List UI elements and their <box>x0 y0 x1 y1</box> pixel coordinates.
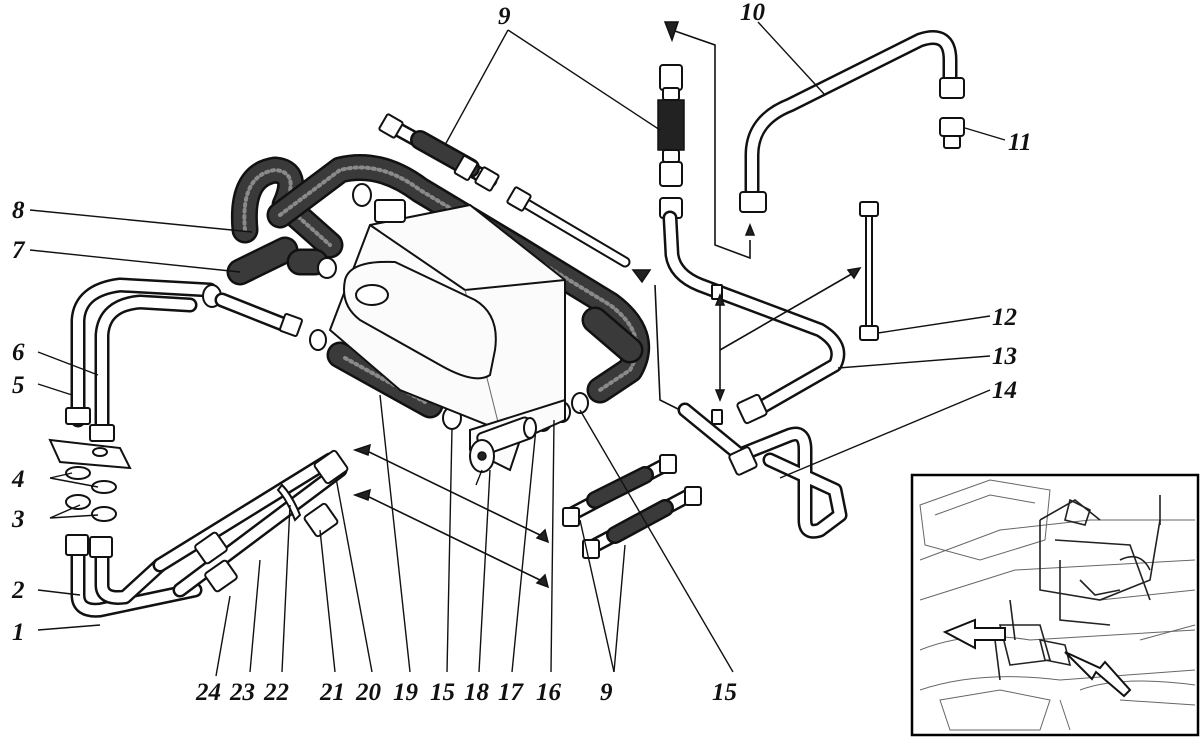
callout-15-left: 15 <box>430 679 455 706</box>
callout-18: 18 <box>464 679 490 706</box>
callout-3: 3 <box>11 506 25 533</box>
flow-lines <box>352 21 862 589</box>
inset-locator-view <box>910 473 1200 737</box>
callout-15-right: 15 <box>712 679 737 706</box>
callout-10: 10 <box>740 0 766 26</box>
hose-set <box>202 154 651 432</box>
callout-9-top: 9 <box>498 3 511 30</box>
callout-1: 1 <box>12 619 25 646</box>
callout-16: 16 <box>536 679 562 706</box>
callout-19: 19 <box>393 679 419 706</box>
callout-20: 20 <box>355 679 382 706</box>
callout-6: 6 <box>12 339 25 366</box>
upper-right-pipe <box>739 30 965 341</box>
short-pipe <box>214 292 303 337</box>
callout-numbers: 1 2 3 4 5 6 7 8 9 10 11 12 13 14 15 9 16… <box>11 0 1032 706</box>
callout-12: 12 <box>992 304 1017 331</box>
right-pipe-assembly <box>662 210 848 539</box>
callout-5: 5 <box>12 372 25 399</box>
callout-23: 23 <box>229 679 255 706</box>
callout-24: 24 <box>195 679 221 706</box>
callout-9-bottom: 9 <box>600 679 613 706</box>
callout-8: 8 <box>12 197 25 224</box>
callout-22: 22 <box>263 679 289 706</box>
callout-7: 7 <box>12 237 26 264</box>
diagonal-rod <box>506 186 631 268</box>
left-pipe-assembly <box>48 277 218 618</box>
callout-14: 14 <box>992 377 1017 404</box>
rod-assembly <box>152 449 349 677</box>
callout-21: 21 <box>319 679 345 706</box>
top-threaded-pipe <box>378 113 500 192</box>
callout-13: 13 <box>992 343 1017 370</box>
callout-4: 4 <box>11 466 25 493</box>
callout-2: 2 <box>11 577 25 604</box>
expansion-tank <box>328 199 566 472</box>
small-couplings <box>562 454 702 559</box>
callout-11: 11 <box>1008 129 1032 156</box>
vertical-coupling <box>657 64 685 219</box>
leader-lines <box>29 21 1006 673</box>
callout-17: 17 <box>498 679 525 706</box>
